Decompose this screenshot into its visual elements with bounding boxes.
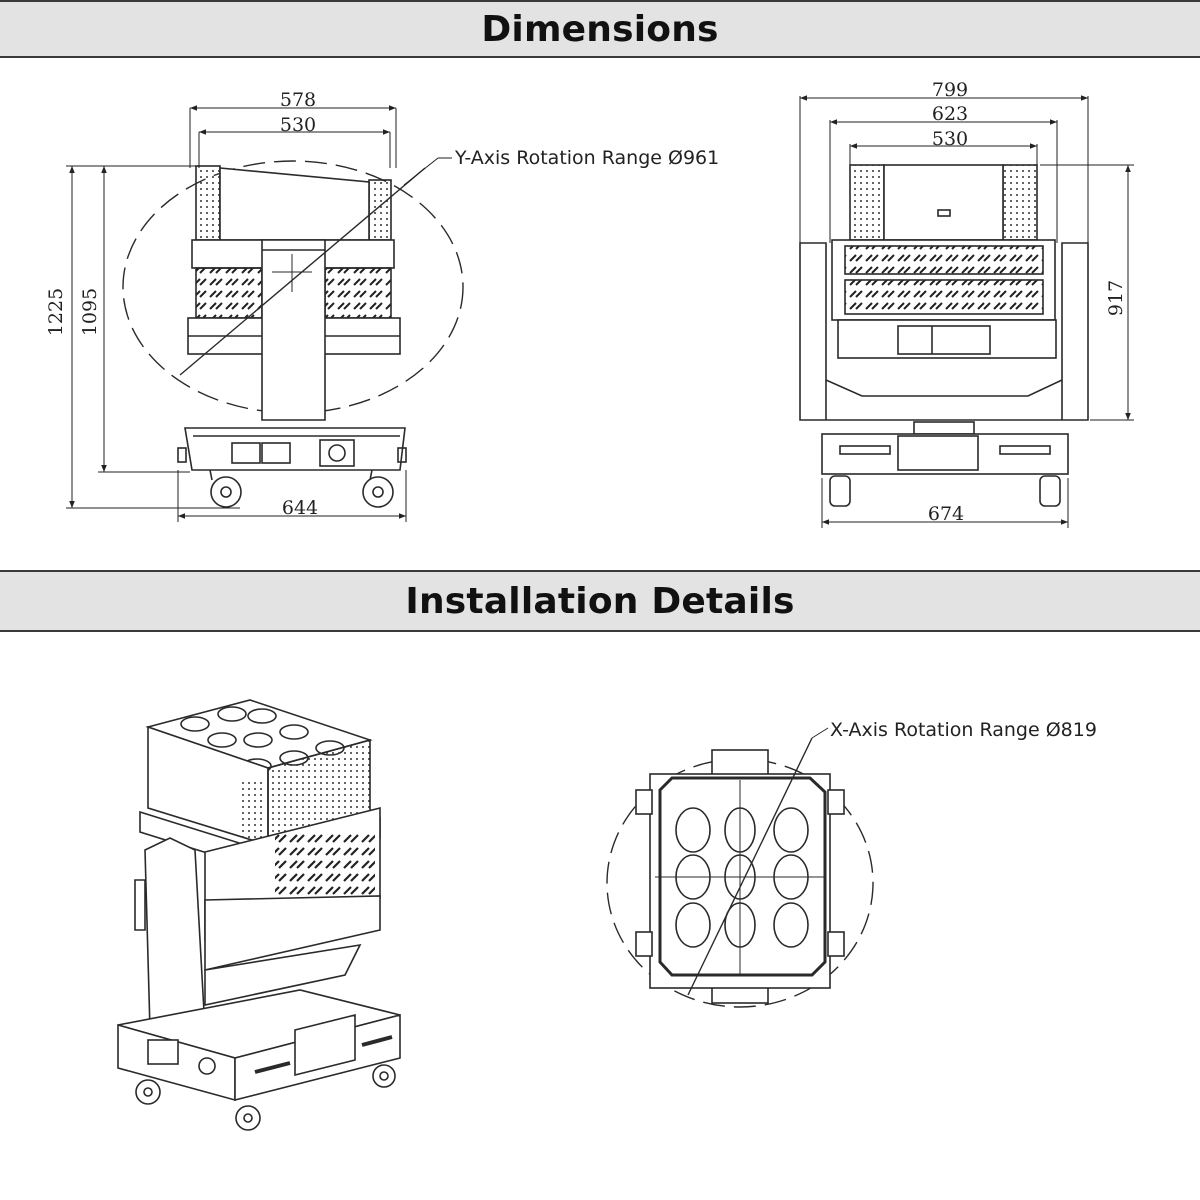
front-dim-917: 917 (1105, 280, 1127, 316)
dimensions-header: Dimensions (0, 0, 1200, 58)
lens-hole (217, 706, 247, 722)
lens-hole (247, 708, 277, 724)
y-axis-rotation-label: Y-Axis Rotation Range Ø961 (454, 147, 719, 169)
front-dim-674: 674 (928, 503, 964, 525)
side-dim-578: 578 (280, 89, 316, 111)
front-view-drawing (799, 164, 1089, 507)
installation-header: Installation Details (0, 570, 1200, 632)
dimensions-drawings: 578 530 1225 1095 644 Y-Axis Rotation Ra… (45, 79, 1134, 528)
top-view-drawing (606, 727, 874, 1008)
lens-hole (180, 716, 210, 732)
isometric-view-drawing (117, 699, 401, 1131)
lens-hole (207, 732, 237, 748)
side-dim-1225: 1225 (45, 288, 67, 336)
front-dim-623: 623 (932, 103, 968, 125)
side-dim-644: 644 (282, 497, 318, 519)
lens-slot (675, 807, 711, 853)
dimensions-title: Dimensions (481, 8, 719, 50)
x-axis-rotation-label: X-Axis Rotation Range Ø819 (830, 719, 1097, 741)
side-view-drawing (122, 160, 464, 508)
side-view-dimensions (66, 105, 452, 522)
lens-slot (675, 902, 711, 948)
lens-hole (243, 732, 273, 748)
front-view-dimensions (799, 95, 1134, 528)
lens-slot (773, 807, 809, 853)
front-dim-530: 530 (932, 128, 968, 150)
lens-hole (279, 724, 309, 740)
lens-slot (773, 902, 809, 948)
installation-title: Installation Details (405, 580, 795, 622)
side-dim-530: 530 (280, 114, 316, 136)
installation-drawings: X-Axis Rotation Range Ø819 (117, 699, 1097, 1131)
front-dim-799: 799 (932, 79, 968, 101)
side-dim-1095: 1095 (79, 288, 101, 336)
